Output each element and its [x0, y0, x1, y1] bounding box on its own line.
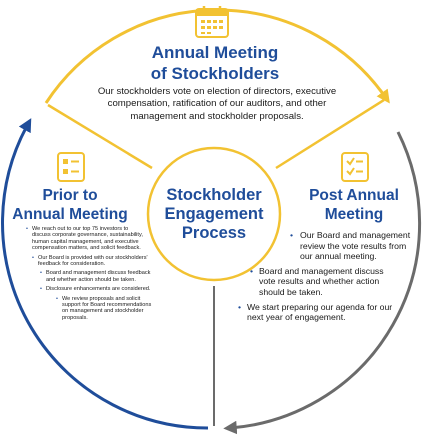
- divider-left-top: [47, 103, 153, 170]
- calendar-icon: [195, 6, 229, 38]
- divider-right-top: [275, 98, 385, 170]
- prior-bullet-3: Board and management discuss feedback an…: [40, 270, 158, 283]
- prior-bullet-4: Disclosure enhancements are considered.: [40, 286, 158, 293]
- post-meeting-title-line2: Meeting: [324, 206, 384, 223]
- checklist-icon: [57, 152, 85, 182]
- check-list-icon: [341, 152, 369, 182]
- prior-bullet-5: We review proposals and solicit support …: [56, 296, 158, 322]
- post-meeting-title: Post Annual Meeting: [288, 186, 420, 224]
- center-circle: [146, 146, 282, 282]
- post-bullet-2: Board and management discuss vote result…: [250, 266, 399, 298]
- annual-meeting-title-line2: of Stockholders: [150, 64, 280, 83]
- prior-bullet-1: We reach out to our top 75 investors to …: [26, 226, 146, 252]
- gray-cycle-arc: [223, 131, 422, 435]
- annual-meeting-title-line1: Annual Meeting: [151, 43, 279, 62]
- post-bullet-1: Our Board and management review the vote…: [290, 230, 418, 262]
- blue-cycle-arc: [1, 118, 209, 430]
- prior-meeting-title-line1: Prior to: [42, 187, 98, 204]
- post-meeting-list: Our Board and management review the vote…: [238, 230, 420, 327]
- annual-meeting-description: Our stockholders vote on election of dir…: [97, 86, 337, 122]
- prior-meeting-title: Prior to Annual Meeting: [4, 186, 136, 224]
- center-title: Stockholder Engagement Process: [164, 186, 264, 242]
- prior-bullet-2: Our Board is provided with our stockhold…: [32, 255, 150, 268]
- annual-meeting-title: Annual Meeting of Stockholders: [90, 42, 340, 84]
- post-meeting-title-line1: Post Annual: [309, 187, 399, 204]
- prior-meeting-title-line2: Annual Meeting: [12, 206, 128, 223]
- prior-meeting-list: We reach out to our top 75 investors to …: [26, 226, 151, 324]
- post-bullet-3: We start preparing our agenda for our ne…: [238, 302, 397, 323]
